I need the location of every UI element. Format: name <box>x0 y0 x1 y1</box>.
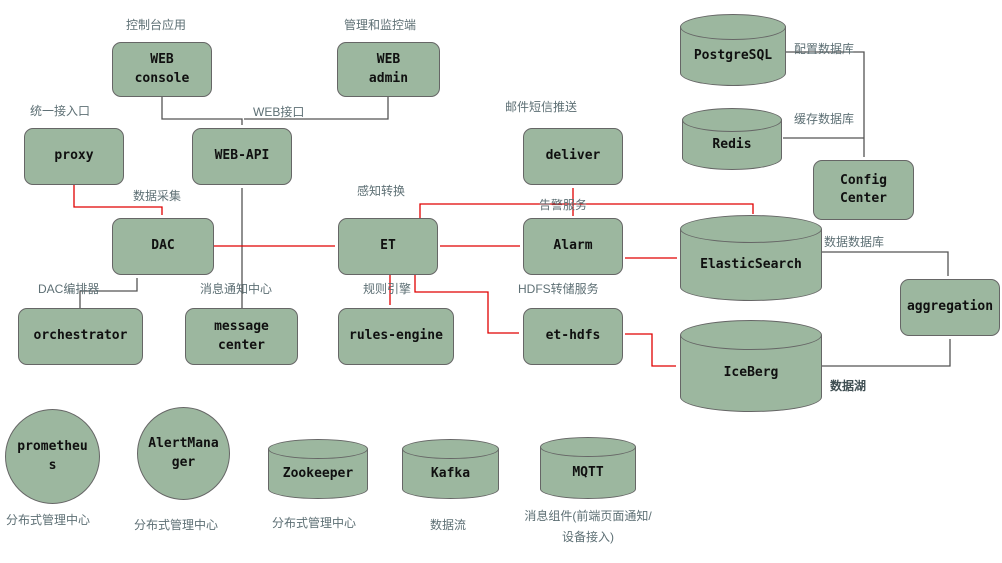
annotation-zookeeper: 分布式管理中心 <box>272 516 357 530</box>
node-zookeeper-label: Zookeeper <box>282 465 354 481</box>
node-dac: DAC <box>112 218 214 275</box>
node-postgresql: PostgreSQL <box>680 14 786 86</box>
node-prometheus-label: prometheus <box>17 439 88 473</box>
node-alertmanager: AlertManager <box>137 407 230 500</box>
edge-web-admin-web-api <box>244 97 389 120</box>
annotation-web-console: 控制台应用 <box>126 18 187 32</box>
annotation-web-admin: 管理和监控端 <box>344 18 417 32</box>
edge-elasticsearch-aggregation <box>822 251 949 276</box>
node-alertmanager-label: AlertManager <box>148 436 219 470</box>
node-redis-label: Redis <box>712 136 752 152</box>
annotation-message-center: 消息通知中心 <box>200 282 273 296</box>
node-et: ET <box>338 218 438 275</box>
node-zookeeper: Zookeeper <box>268 439 368 499</box>
edge-label-perception-transform: 感知转换 <box>357 184 406 198</box>
annotation-redis: 缓存数据库 <box>794 112 855 126</box>
node-orchestrator-label: orchestrator <box>33 328 128 344</box>
node-deliver: deliver <box>523 128 623 185</box>
annotation-web-api: WEB接口 <box>253 105 305 119</box>
cylinder-lid <box>680 320 822 350</box>
node-et-hdfs-label: et-hdfs <box>545 328 601 344</box>
node-aggregation-label: aggregation <box>906 299 994 315</box>
edge-web-console-web-api <box>161 97 243 125</box>
node-iceberg: IceBerg <box>680 320 822 412</box>
cylinder-lid <box>402 439 499 459</box>
annotation-prometheus: 分布式管理中心 <box>6 513 91 527</box>
node-aggregation: aggregation <box>900 279 1000 336</box>
annotation-postgresql: 配置数据库 <box>794 42 855 56</box>
annotation-rules-engine: 规则引擎 <box>363 282 412 296</box>
cylinder-lid <box>268 439 368 459</box>
node-alarm-label: Alarm <box>553 238 593 254</box>
node-iceberg-label: IceBerg <box>723 365 779 381</box>
annotation-alertmanager: 分布式管理中心 <box>134 518 219 532</box>
node-kafka: Kafka <box>402 439 499 499</box>
node-et-hdfs: et-hdfs <box>523 308 623 365</box>
node-proxy-label: proxy <box>54 148 94 164</box>
node-web-admin: WEB admin <box>337 42 440 97</box>
node-config-center: Config Center <box>813 160 914 220</box>
node-elasticsearch: ElasticSearch <box>680 215 822 301</box>
edge-proxy-dac <box>73 185 163 215</box>
edge-orchestrator-dac <box>79 278 138 308</box>
node-deliver-label: deliver <box>545 148 601 164</box>
node-message-center-label: message center <box>214 319 269 353</box>
annotation-deliver: 邮件短信推送 <box>505 100 578 114</box>
node-mqtt: MQTT <box>540 437 636 499</box>
cylinder-lid <box>540 437 636 457</box>
node-alarm: Alarm <box>523 218 623 275</box>
node-orchestrator: orchestrator <box>18 308 143 365</box>
annotation-orchestrator: DAC编排器 <box>38 282 100 296</box>
annotation-mqtt: 消息组件(前端页面通知/设备接入) <box>524 509 652 544</box>
node-rules-engine-label: rules-engine <box>349 328 443 344</box>
node-postgresql-label: PostgreSQL <box>693 48 773 64</box>
node-web-console-label: WEB console <box>134 52 190 86</box>
node-web-api-label: WEB-API <box>214 148 270 164</box>
node-elasticsearch-label: ElasticSearch <box>700 256 802 272</box>
edge-iceberg-aggregation <box>822 339 951 367</box>
cylinder-lid <box>680 215 822 243</box>
edge-et-elasticsearch-top <box>419 203 754 218</box>
edge-label-alarm-service: 告警服务 <box>539 198 588 212</box>
annotation-et-hdfs: HDFS转储服务 <box>518 282 599 296</box>
node-web-admin-label: WEB admin <box>368 52 409 86</box>
annotation-proxy: 统一接入口 <box>30 104 91 118</box>
node-web-api: WEB-API <box>192 128 292 185</box>
cylinder-lid <box>682 108 782 132</box>
node-redis: Redis <box>682 108 782 170</box>
node-config-center-label: Config Center <box>840 172 887 206</box>
cylinder-lid <box>680 14 786 40</box>
edge-label-data-collection: 数据采集 <box>133 189 182 203</box>
node-mqtt-label: MQTT <box>572 464 604 480</box>
node-kafka-label: Kafka <box>430 465 471 481</box>
edge-et-et-hdfs <box>414 275 519 334</box>
annotation-kafka: 数据流 <box>430 518 467 532</box>
edge-et-hdfs-iceberg <box>625 333 676 367</box>
node-prometheus: prometheus <box>5 409 100 504</box>
node-dac-label: DAC <box>151 238 175 254</box>
edge-postgresql-config-center <box>786 51 865 157</box>
annotation-elasticsearch: 数据数据库 <box>824 235 885 249</box>
node-message-center: message center <box>185 308 298 365</box>
annotation-iceberg: 数据湖 <box>830 379 867 393</box>
node-rules-engine: rules-engine <box>338 308 454 365</box>
node-web-console: WEB console <box>112 42 212 97</box>
node-proxy: proxy <box>24 128 124 185</box>
node-et-label: ET <box>380 238 396 254</box>
